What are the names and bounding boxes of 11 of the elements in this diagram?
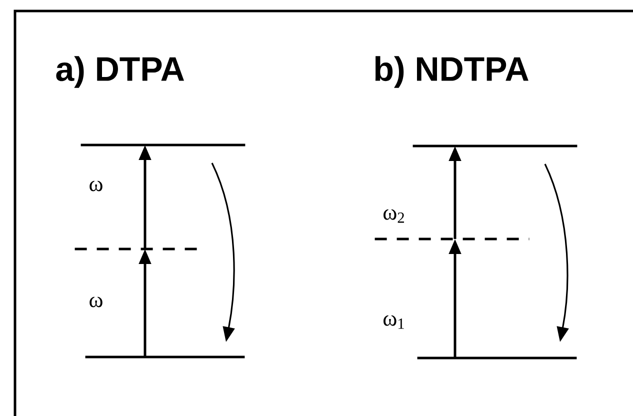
energy-level (80, 144, 246, 146)
virtual-level (74, 248, 198, 250)
panel-heading: a) DTPA (56, 56, 184, 88)
frequency-label: ω$_{2}$ (384, 209, 404, 223)
panel-heading: b) NDTPA (375, 56, 528, 88)
energy-level (85, 356, 245, 358)
frequency-label: ω (90, 296, 102, 308)
frequency-label: ω (90, 180, 102, 192)
frequency-label: ω$_{1}$ (384, 315, 404, 329)
energy-level (417, 356, 577, 360)
energy-level (412, 144, 578, 148)
